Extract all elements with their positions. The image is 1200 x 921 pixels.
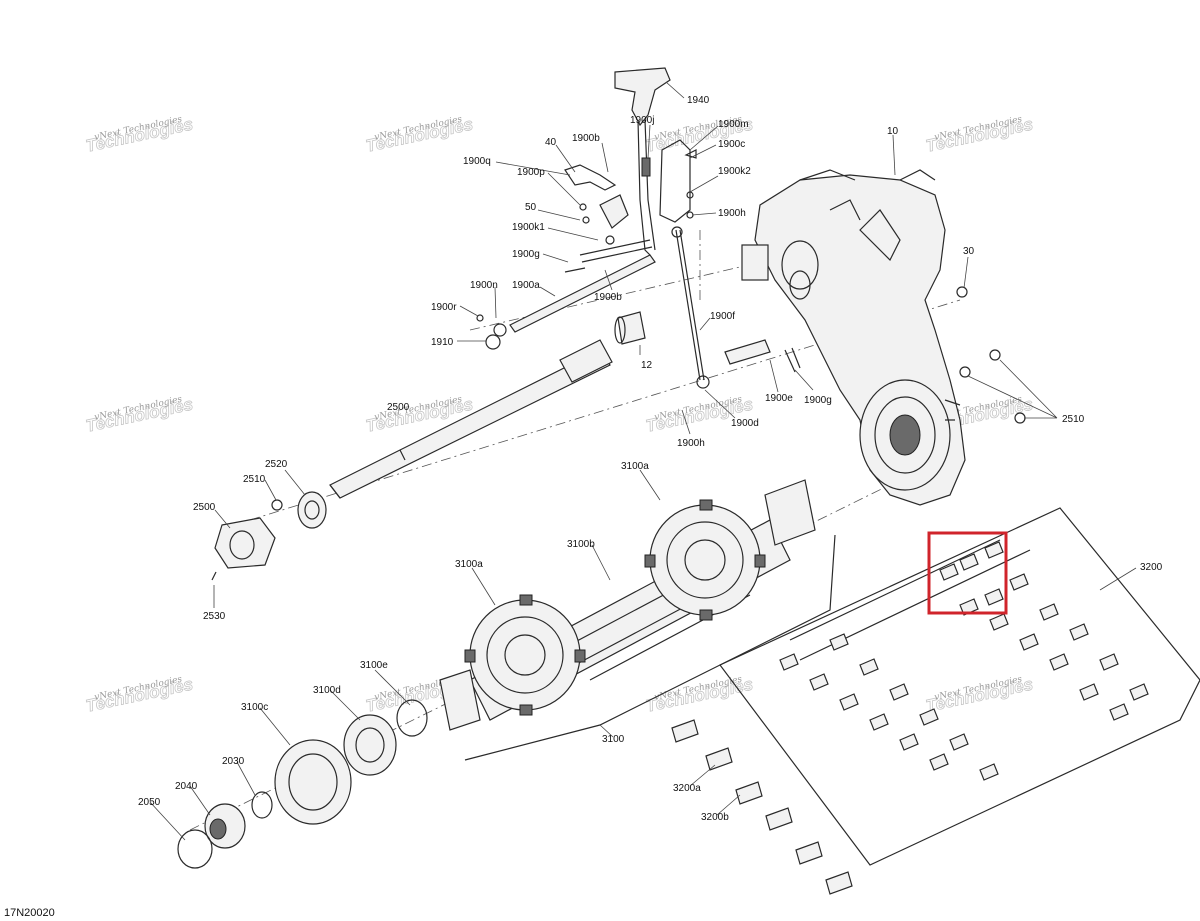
- callout-1900g-left: 1900g: [512, 249, 540, 260]
- callout-1940: 1940: [687, 95, 710, 106]
- callout-1900e: 1900e: [765, 393, 793, 404]
- callout-1900k1: 1900k1: [512, 222, 545, 233]
- bolt: [684, 149, 697, 159]
- callout-1900g-right: 1900g: [804, 395, 832, 406]
- callout-1900m: 1900m: [718, 119, 749, 130]
- small-nut: [605, 235, 615, 245]
- callout-3100b: 3100b: [567, 539, 595, 550]
- washer: [485, 334, 501, 350]
- highlight-box: [927, 531, 1008, 615]
- drive-axle-3100: [439, 479, 836, 761]
- linkage-bracket: [564, 164, 617, 191]
- callout-2040: 2040: [175, 781, 198, 792]
- callout-3100c: 3100c: [241, 702, 268, 713]
- callout-1900b-mid: 1900b: [594, 292, 622, 303]
- watermark: Technologies vNext Technologies: [364, 114, 475, 156]
- rod-end: [696, 375, 710, 389]
- callout-1900n: 1900n: [470, 280, 498, 291]
- callout-2530: 2530: [203, 611, 226, 622]
- cross-rod: [579, 239, 653, 263]
- callout-3100: 3100: [602, 734, 625, 745]
- clip-array: [779, 541, 1149, 781]
- callout-2510-left: 2510: [243, 474, 266, 485]
- shift-bracket: [659, 139, 691, 223]
- callout-1900d: 1900d: [731, 418, 759, 429]
- callout-1900c: 1900c: [718, 139, 745, 150]
- callout-3100d: 3100d: [313, 685, 341, 696]
- watermark: Technologies vNext Technologies: [644, 394, 755, 436]
- callout-2500: 2500: [193, 502, 216, 513]
- watermark: Technologies vNext Technologies: [84, 114, 195, 156]
- callout-3100e: 3100e: [360, 660, 388, 671]
- callout-1900k2: 1900k2: [718, 166, 751, 177]
- callout-2520: 2520: [265, 459, 288, 470]
- callout-1900r: 1900r: [431, 302, 457, 313]
- leader-lines: [149, 81, 1137, 841]
- washer: [493, 323, 507, 337]
- callout-1900h-top: 1900h: [718, 208, 746, 219]
- callout-1900a: 1900a: [512, 280, 540, 291]
- callout-3200a: 3200a: [673, 783, 701, 794]
- sprocket: [464, 594, 586, 716]
- clip-1900g: [784, 347, 801, 373]
- callout-12: 12: [641, 360, 653, 371]
- callout-40: 40: [545, 137, 557, 148]
- watermark: Technologies vNext Technologies: [84, 394, 195, 436]
- callout-30: 30: [963, 246, 975, 257]
- pin-1900e: [724, 339, 771, 365]
- callout-1900h-bot: 1900h: [677, 438, 705, 449]
- rod-end: [671, 226, 683, 238]
- bearing-retainer-set: [177, 699, 428, 869]
- watermark: Technologies vNext Technologies: [924, 114, 1035, 156]
- callout-1900q: 1900q: [463, 156, 491, 167]
- watermark: Technologies vNext Technologies: [84, 674, 195, 716]
- callout-1900j: 1900j: [630, 115, 654, 126]
- spring: [641, 157, 651, 177]
- sprocket: [644, 499, 766, 621]
- callouts: 1940 1900j 1900m 1900c 1900b 40 1900q 19…: [138, 95, 1163, 823]
- shift-knob: [614, 67, 671, 127]
- output-shaft: [211, 339, 613, 581]
- callout-10: 10: [887, 126, 899, 137]
- bushing-12-end: [614, 316, 626, 344]
- link-rod-1900f: [675, 229, 705, 381]
- callout-1910: 1910: [431, 337, 454, 348]
- callout-3200b: 3200b: [701, 812, 729, 823]
- callout-1900p: 1900p: [517, 167, 545, 178]
- callout-3100a-top: 3100a: [621, 461, 649, 472]
- callout-50: 50: [525, 202, 537, 213]
- pin: [564, 267, 586, 273]
- gearbox-housing: [741, 169, 1026, 506]
- watermark: Technologies vNext Technologies: [924, 674, 1035, 716]
- callout-3200: 3200: [1140, 562, 1163, 573]
- bushing-12: [617, 311, 646, 345]
- small-nut: [579, 203, 587, 211]
- shift-lever-assembly: [476, 67, 801, 389]
- small-nut: [582, 216, 590, 224]
- callout-1900f: 1900f: [710, 311, 735, 322]
- callout-1900b-top: 1900b: [572, 133, 600, 144]
- callout-2050: 2050: [138, 797, 161, 808]
- callout-3100a-left: 3100a: [455, 559, 483, 570]
- shift-lever-arm: [637, 119, 656, 256]
- callout-2510-right: 2510: [1062, 414, 1085, 425]
- shift-rod-long: [509, 254, 656, 333]
- pin-small: [476, 314, 484, 322]
- lever-plate: [599, 194, 629, 229]
- callout-2500-shaft: 2500: [387, 402, 410, 413]
- drawing-reference: 17N20020: [4, 907, 55, 919]
- callout-2030: 2030: [222, 756, 245, 767]
- loose-clips: [671, 719, 853, 895]
- track-mat-3200: [671, 507, 1200, 895]
